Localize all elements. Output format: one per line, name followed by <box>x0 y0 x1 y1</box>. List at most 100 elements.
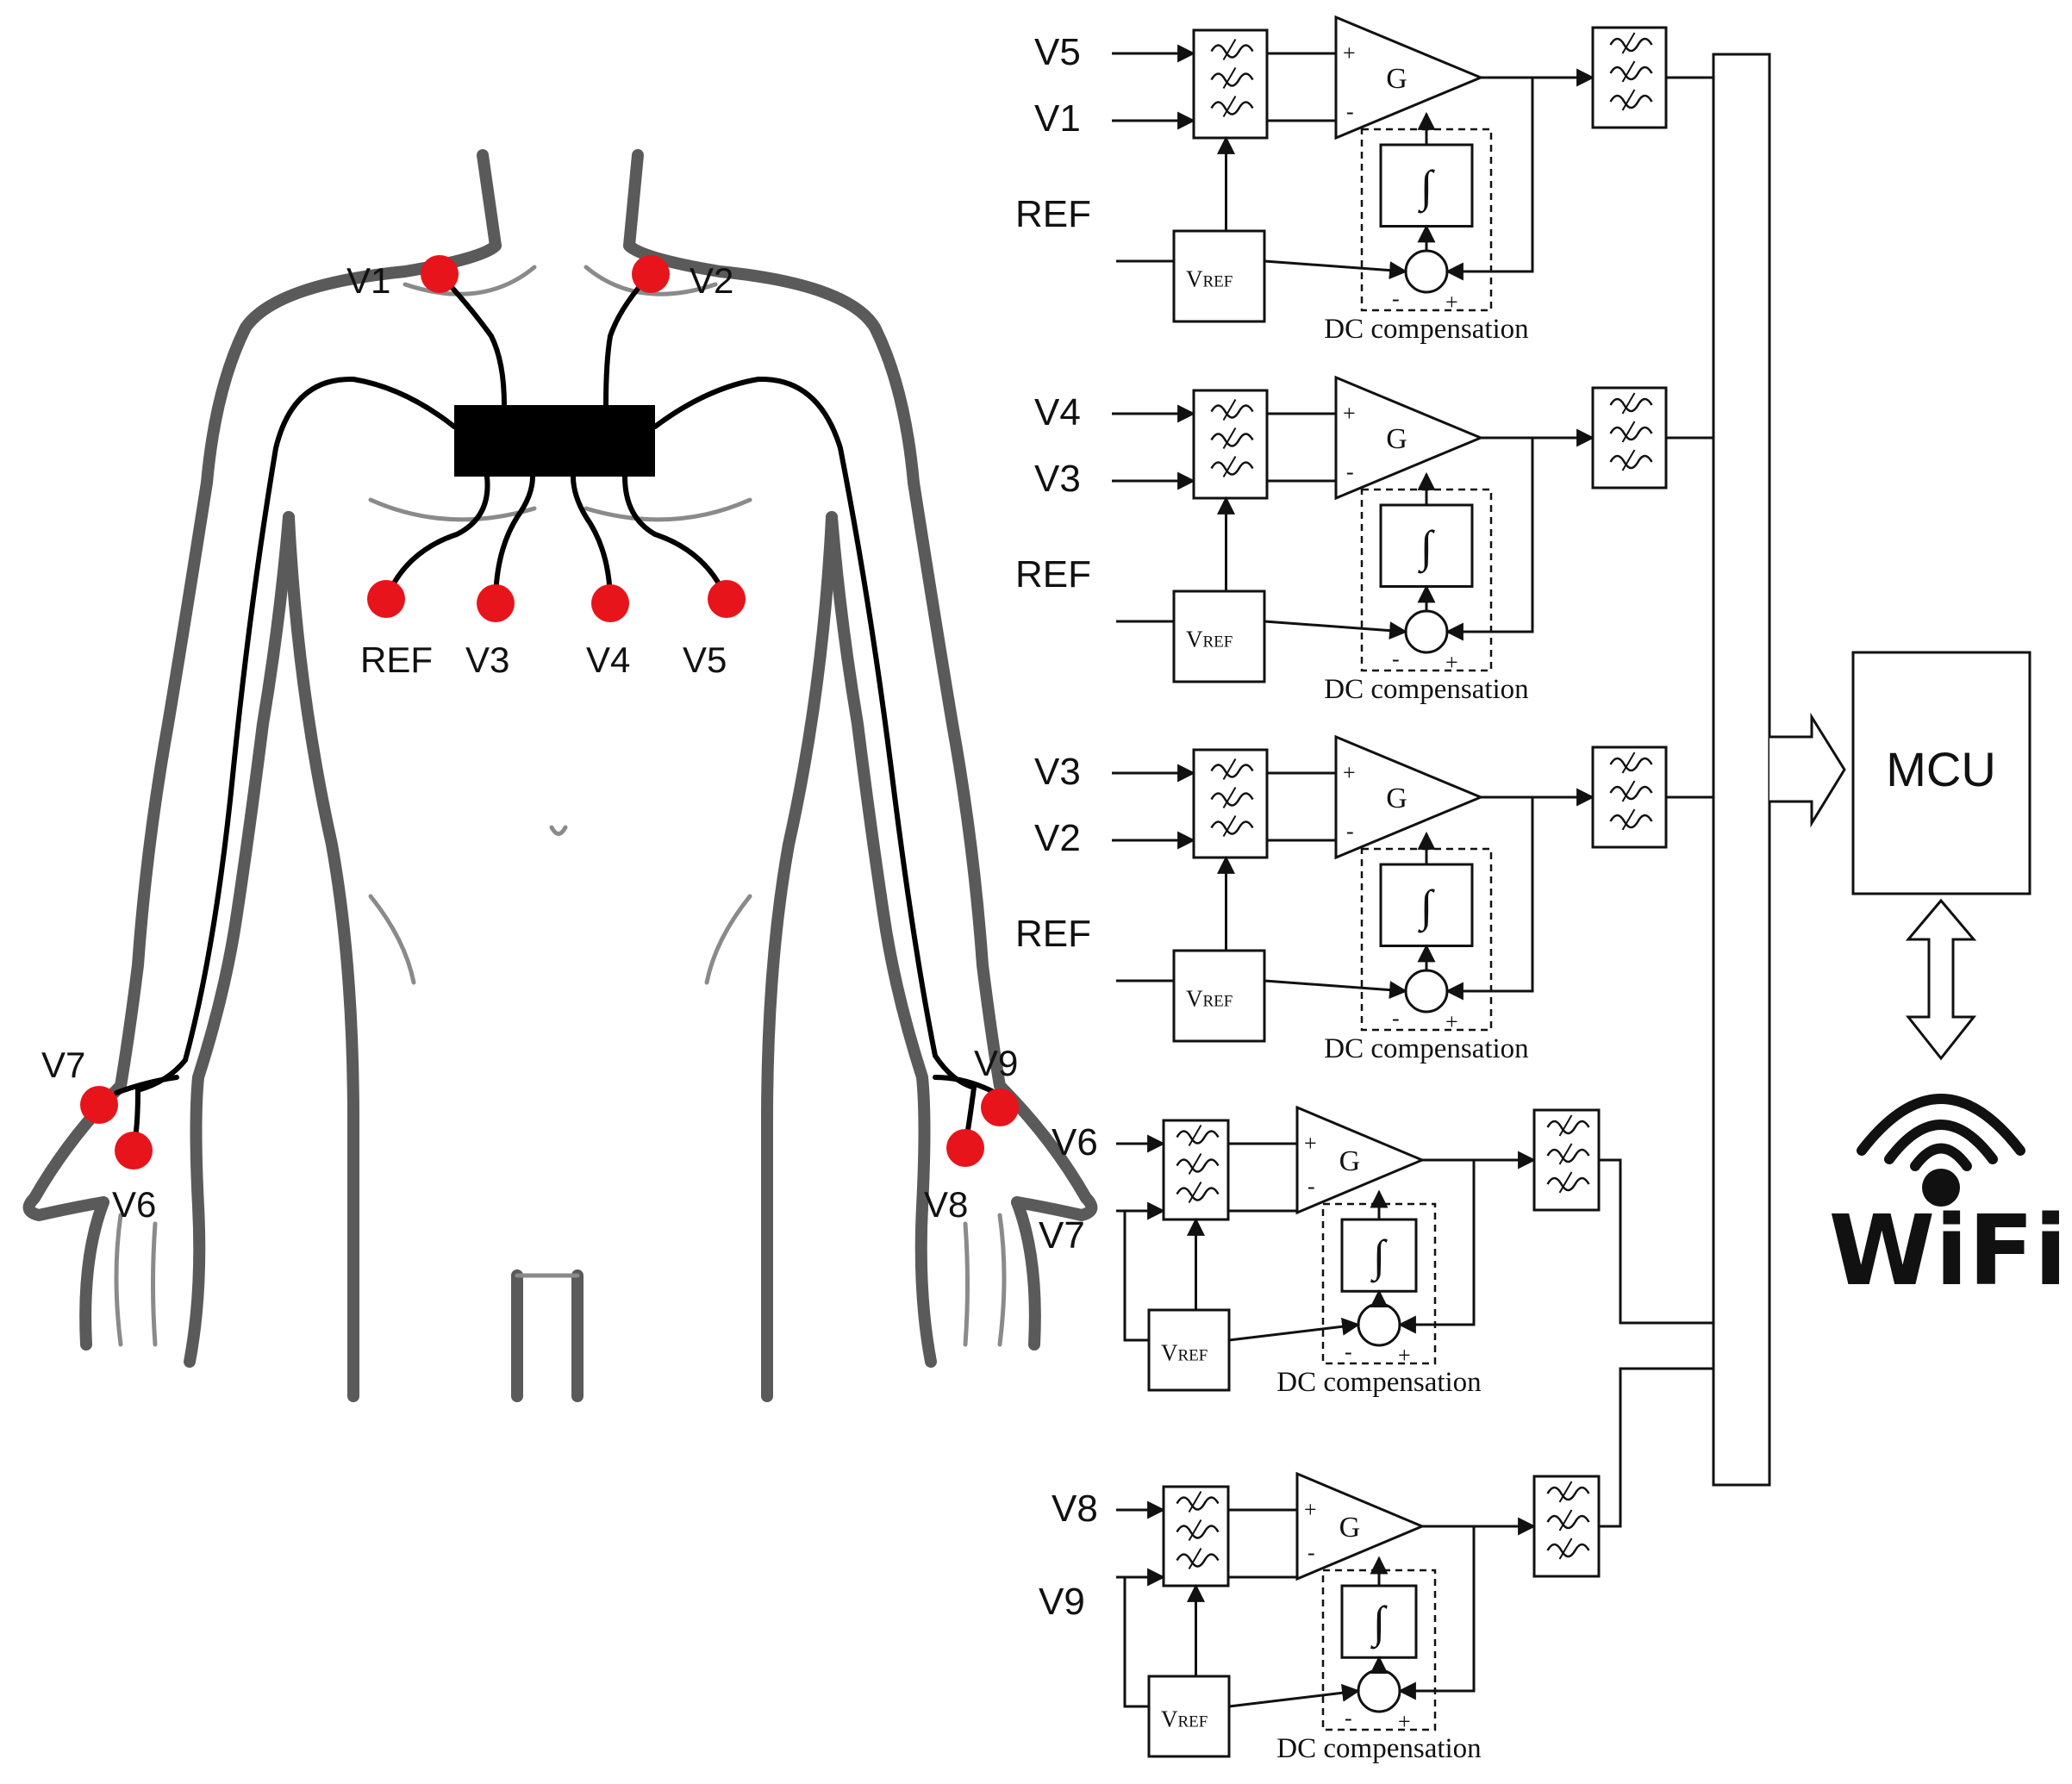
channel-5-output-filter <box>1532 1475 1601 1578</box>
channel-3-input-minus-label: V2 <box>1034 817 1081 859</box>
channel-1-integrator <box>1379 143 1474 228</box>
svg-text:+: + <box>1445 650 1458 675</box>
channel-2-input-minus-label: V3 <box>1034 458 1081 500</box>
svg-text:VREF: VREF <box>1161 1706 1208 1732</box>
channel-2-integrator <box>1379 503 1474 588</box>
svg-text:G: G <box>1386 783 1407 814</box>
channel-1-dc-label: DC compensation <box>1324 314 1528 345</box>
svg-text:-: - <box>1392 1006 1400 1031</box>
wifi-label: WiFi <box>1829 1195 2068 1307</box>
svg-text:∫: ∫ <box>1418 162 1435 213</box>
electrode-V5 <box>708 580 746 618</box>
svg-text:-: - <box>1307 1540 1315 1565</box>
electrode-label-V7: V7 <box>41 1045 85 1085</box>
channel-1-vref-block <box>1172 229 1266 323</box>
channel-4-dc-label: DC compensation <box>1276 1367 1481 1398</box>
svg-text:+: + <box>1445 290 1458 315</box>
channel-2-ref-label: REF <box>1015 553 1091 596</box>
svg-text:-: - <box>1307 1174 1315 1199</box>
channel-3-integrator <box>1379 863 1474 947</box>
electrode-label-REF: REF <box>360 639 433 680</box>
svg-text:VREF: VREF <box>1186 266 1233 292</box>
channel-1-summing-junction <box>1404 249 1449 294</box>
mcu-wifi-arrow <box>1905 898 1977 1061</box>
svg-text:+: + <box>1398 1343 1411 1368</box>
svg-text:-: - <box>1346 459 1354 484</box>
electrode-V6 <box>115 1132 153 1170</box>
channel-1-amplifier <box>1334 15 1484 140</box>
channel-3-vref-block <box>1172 949 1266 1043</box>
electrode-REF <box>367 580 405 618</box>
svg-text:∫: ∫ <box>1370 1232 1388 1283</box>
channel-1-ref-label: REF <box>1015 193 1091 235</box>
channel-2-output-filter <box>1591 386 1668 490</box>
electrode-label-V2: V2 <box>690 260 733 301</box>
electrode-label-V3: V3 <box>465 639 509 680</box>
channel-4-amplifier <box>1295 1105 1426 1215</box>
channel-3-ref-label: REF <box>1015 913 1091 955</box>
electrode-labels: V1 V2 REF V3 V4 V5 V7 V6 V9 V8 <box>41 260 1018 1225</box>
channel-1-bandpass-filter <box>1192 28 1269 140</box>
channel-2-amplifier <box>1334 375 1484 501</box>
electrode-V9 <box>981 1088 1019 1126</box>
channel-2-bandpass-filter <box>1192 389 1269 500</box>
channel-3-input-plus-label: V3 <box>1034 751 1081 793</box>
electrode-V3 <box>477 584 515 622</box>
electrode-label-V1: V1 <box>346 260 390 301</box>
channel-4-input-plus-label: V6 <box>1052 1121 1098 1163</box>
mcu-block <box>1851 651 2031 895</box>
electrode-label-V9: V9 <box>974 1043 1018 1083</box>
channel-3-output-filter <box>1591 745 1668 849</box>
channel-3-amplifier <box>1334 734 1484 860</box>
channel-4-vref-block <box>1147 1308 1231 1392</box>
electrode-label-V4: V4 <box>586 639 630 680</box>
electrode-V8 <box>946 1129 984 1167</box>
svg-text:G: G <box>1386 423 1407 455</box>
channel-2-dc-label: DC compensation <box>1324 674 1528 705</box>
channel-1-input-minus-label: V1 <box>1034 97 1081 140</box>
channel-5-input-plus-label: V8 <box>1052 1488 1098 1530</box>
electrode-label-V8: V8 <box>924 1184 968 1225</box>
svg-text:VREF: VREF <box>1161 1340 1208 1366</box>
channel-5-input-minus-label: V9 <box>1039 1581 1085 1623</box>
svg-text:VREF: VREF <box>1186 986 1233 1012</box>
channel-4-input-minus-label: V7 <box>1039 1214 1085 1257</box>
channel-3-summing-junction <box>1404 969 1449 1014</box>
electrode-V1 <box>421 255 459 293</box>
channel-5-vref-block <box>1147 1675 1231 1758</box>
channel-1-input-plus-label: V5 <box>1034 31 1081 73</box>
electrode-leads <box>114 271 998 1149</box>
svg-text:∫: ∫ <box>1370 1599 1388 1650</box>
channel-1-output-filter <box>1591 26 1668 129</box>
svg-text:+: + <box>1343 401 1356 426</box>
svg-text:+: + <box>1398 1709 1411 1734</box>
mcu-label: MCU <box>1886 742 1996 796</box>
channel-3-dc-label: DC compensation <box>1324 1033 1528 1064</box>
channel-4-summing-junction <box>1357 1302 1401 1347</box>
bus-to-mcu-arrow <box>1769 712 1846 828</box>
svg-text:-: - <box>1345 1339 1352 1364</box>
electrodes <box>80 255 1019 1170</box>
electrode-V2 <box>632 255 670 293</box>
svg-text:G: G <box>1339 1512 1361 1544</box>
svg-text:-: - <box>1392 646 1400 671</box>
channel-4-integrator <box>1340 1218 1418 1293</box>
channel-4-dc-compensation <box>1321 1202 1437 1365</box>
channel-2-summing-junction <box>1404 609 1449 654</box>
data-bus <box>1712 53 1771 1487</box>
body-outline <box>22 149 1098 1402</box>
svg-text:+: + <box>1343 41 1356 65</box>
svg-text:-: - <box>1345 1706 1352 1731</box>
channel-2-vref-block <box>1172 589 1266 683</box>
svg-text:-: - <box>1346 819 1354 844</box>
channel-5-summing-junction <box>1357 1669 1401 1713</box>
channel-2-input-plus-label: V4 <box>1034 391 1081 434</box>
svg-text:∫: ∫ <box>1418 882 1435 933</box>
svg-text:VREF: VREF <box>1186 627 1233 652</box>
channel-3-bandpass-filter <box>1192 748 1269 859</box>
